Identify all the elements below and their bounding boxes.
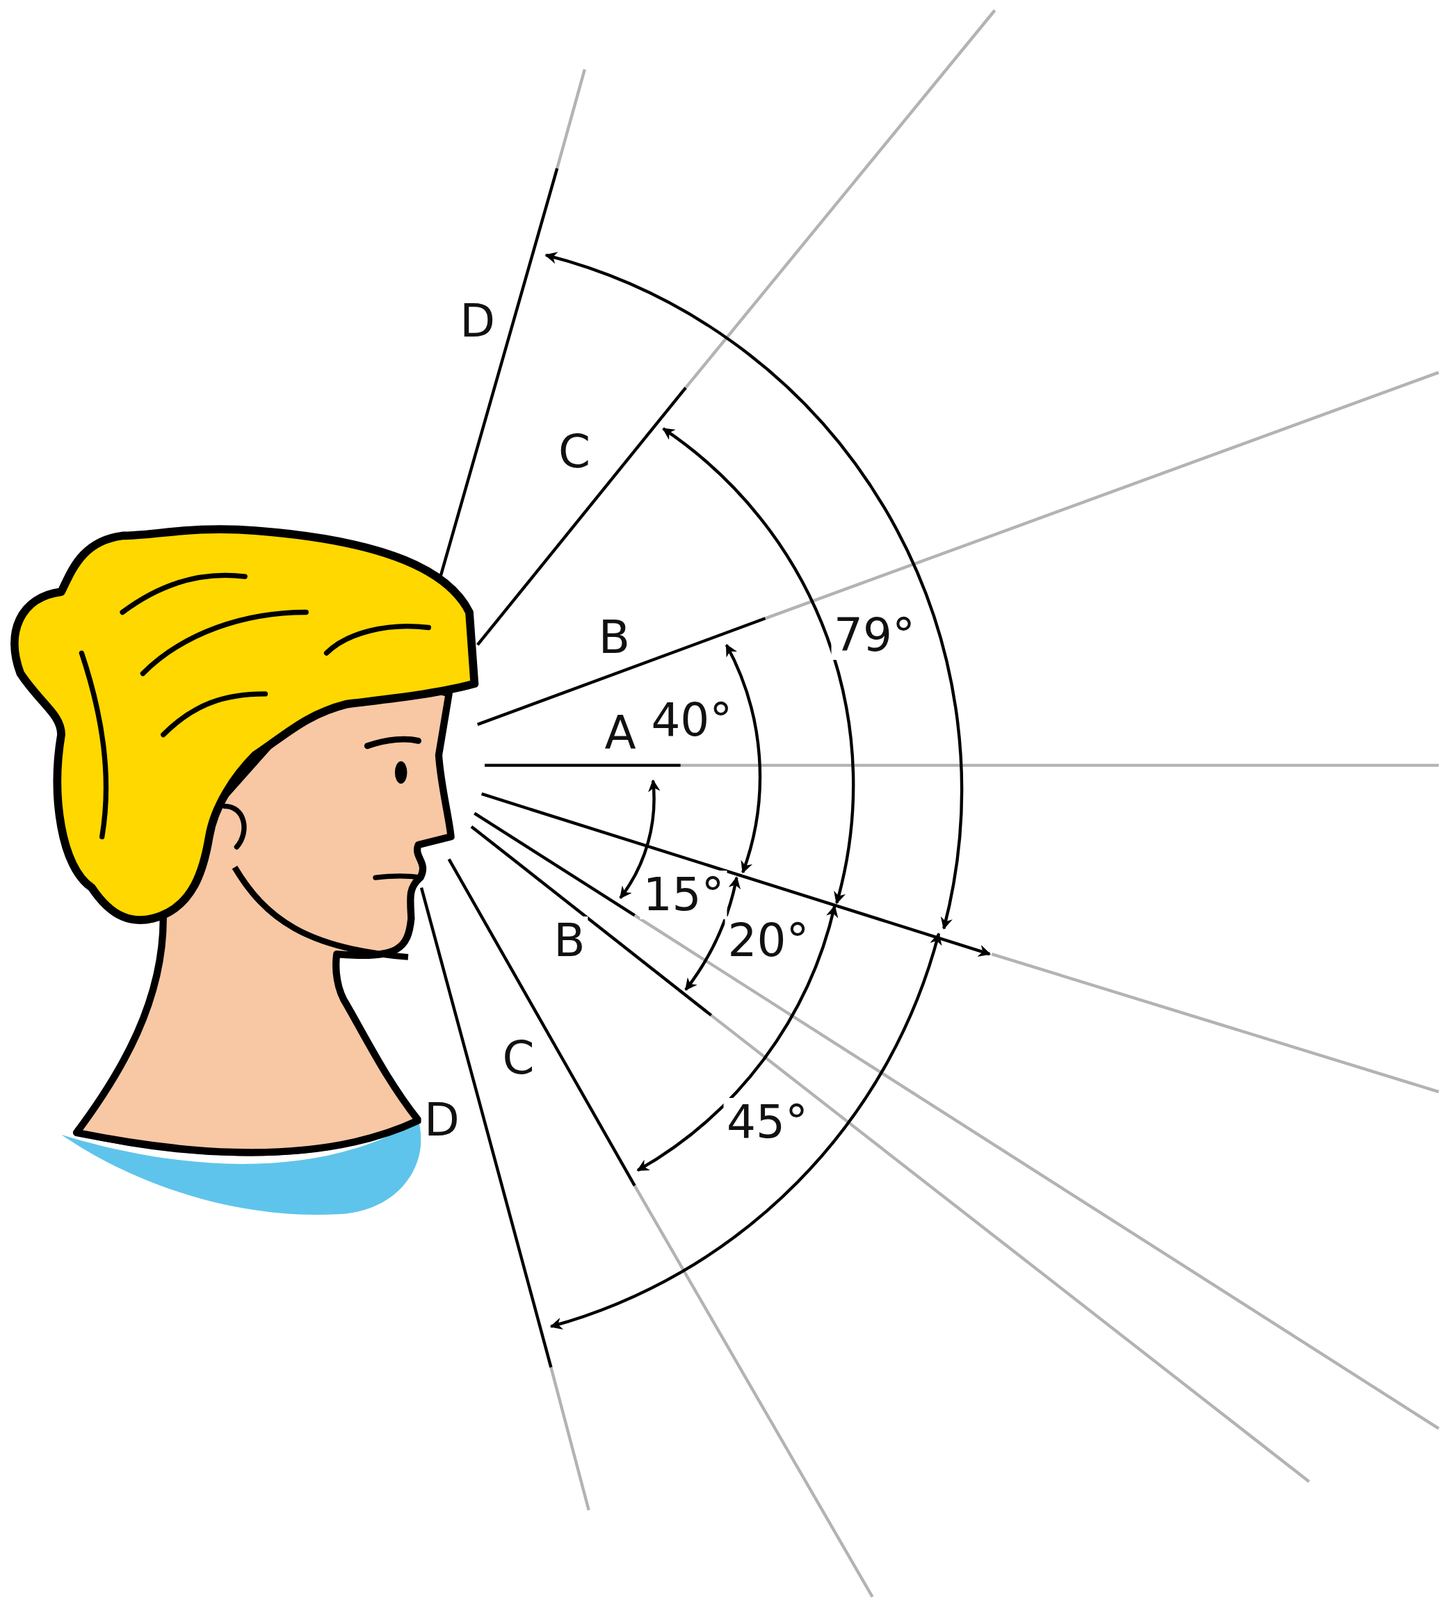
zone-label: C (499, 1034, 537, 1083)
zone-label: C (555, 427, 594, 477)
zone-label: D (421, 1095, 463, 1145)
sight-line-extensions (550, 10, 1439, 1598)
sight-lines (421, 168, 990, 1368)
angle-label: 40° (648, 696, 735, 745)
angle-label: 79° (830, 611, 918, 660)
angle-label: 20° (724, 916, 812, 966)
angle-label: 45° (723, 1097, 811, 1147)
angle-arcs (545, 255, 962, 1327)
angle-label: 15° (640, 870, 728, 920)
zone-label: B (595, 613, 633, 662)
zone-label: B (550, 916, 588, 966)
head-illustration (14, 529, 475, 1215)
zone-label: A (602, 708, 640, 758)
zone-label: D (456, 296, 498, 346)
